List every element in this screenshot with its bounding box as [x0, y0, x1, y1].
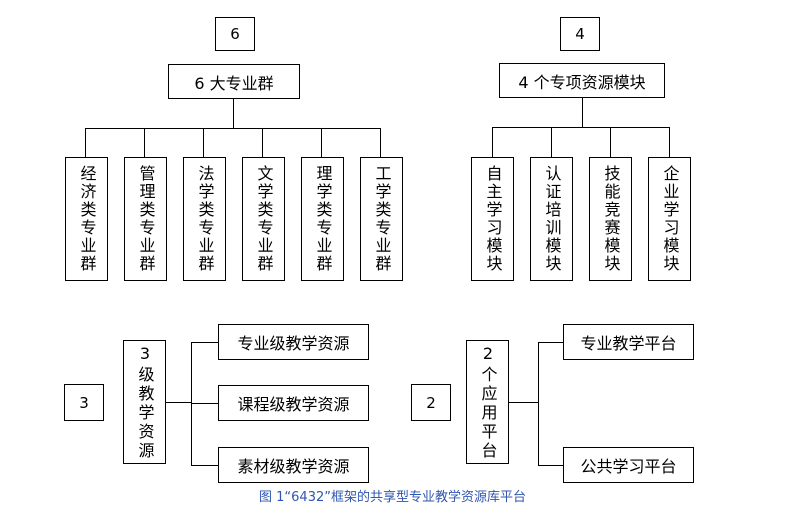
child-box: 管理类专业群 [124, 157, 167, 281]
child-label: 经济类专业群 [77, 165, 97, 273]
connector [538, 342, 563, 343]
child-label: 法学类专业群 [195, 165, 215, 273]
number-box-3: 3 [64, 384, 104, 421]
group-title: 6 大专业群 [194, 73, 274, 93]
connector [233, 99, 234, 128]
figure-caption: 图 1“6432”框架的共享型专业教学资源库平台 [259, 490, 526, 505]
connector [166, 402, 191, 403]
child-label: 认证培训模块 [542, 165, 562, 273]
group-title: 2个应用平台 [478, 343, 498, 461]
connector [669, 127, 670, 157]
group-title-box-2: 2个应用平台 [466, 340, 509, 464]
child-box: 专业级教学资源 [218, 324, 369, 360]
child-box: 文学类专业群 [242, 157, 285, 281]
child-box: 公共学习平台 [563, 447, 694, 483]
connector [191, 342, 218, 343]
child-box: 理学类专业群 [301, 157, 344, 281]
child-label: 技能竞赛模块 [601, 165, 621, 273]
group-title-box-6: 6 大专业群 [168, 64, 300, 99]
connector [191, 465, 218, 466]
child-label: 课程级教学资源 [237, 395, 350, 414]
connector [551, 127, 552, 157]
number-label: 6 [230, 25, 240, 43]
child-label: 工学类专业群 [372, 165, 392, 273]
number-box-4: 4 [560, 17, 600, 51]
child-box: 素材级教学资源 [218, 447, 369, 483]
child-box: 企业学习模块 [648, 157, 691, 281]
child-label: 自主学习模块 [483, 165, 503, 273]
connector [582, 98, 583, 127]
child-box: 经济类专业群 [65, 157, 108, 281]
number-label: 2 [426, 393, 436, 412]
connector [610, 127, 611, 157]
connector [191, 403, 218, 404]
child-box: 认证培训模块 [530, 157, 573, 281]
connector [85, 128, 381, 129]
group-title: 4 个专项资源模块 [518, 72, 646, 92]
child-label: 企业学习模块 [660, 165, 680, 273]
number-box-6: 6 [215, 17, 255, 51]
child-label: 文学类专业群 [254, 165, 274, 273]
child-label: 理学类专业群 [313, 165, 333, 273]
connector [492, 127, 670, 128]
child-box: 技能竞赛模块 [589, 157, 632, 281]
connector [321, 128, 322, 157]
connector [380, 128, 381, 157]
child-box: 自主学习模块 [471, 157, 514, 281]
child-label: 专业级教学资源 [237, 334, 350, 353]
connector [203, 128, 204, 157]
group-title-box-3: 3级教学资源 [123, 340, 166, 464]
child-label: 管理类专业群 [136, 165, 156, 273]
child-label: 专业教学平台 [580, 334, 677, 353]
connector [85, 128, 86, 157]
child-box: 课程级教学资源 [218, 385, 369, 421]
child-box: 工学类专业群 [360, 157, 403, 281]
child-box: 法学类专业群 [183, 157, 226, 281]
child-label: 素材级教学资源 [237, 457, 350, 476]
connector [492, 127, 493, 157]
number-box-2: 2 [411, 384, 451, 421]
connector [538, 465, 563, 466]
connector [509, 402, 538, 403]
connector [538, 342, 539, 465]
number-label: 4 [575, 25, 585, 43]
number-label: 3 [79, 393, 89, 412]
connector [262, 128, 263, 157]
group-title: 3级教学资源 [135, 343, 155, 461]
connector [144, 128, 145, 157]
child-label: 公共学习平台 [580, 457, 677, 476]
group-title-box-4: 4 个专项资源模块 [499, 63, 665, 98]
child-box: 专业教学平台 [563, 324, 694, 360]
